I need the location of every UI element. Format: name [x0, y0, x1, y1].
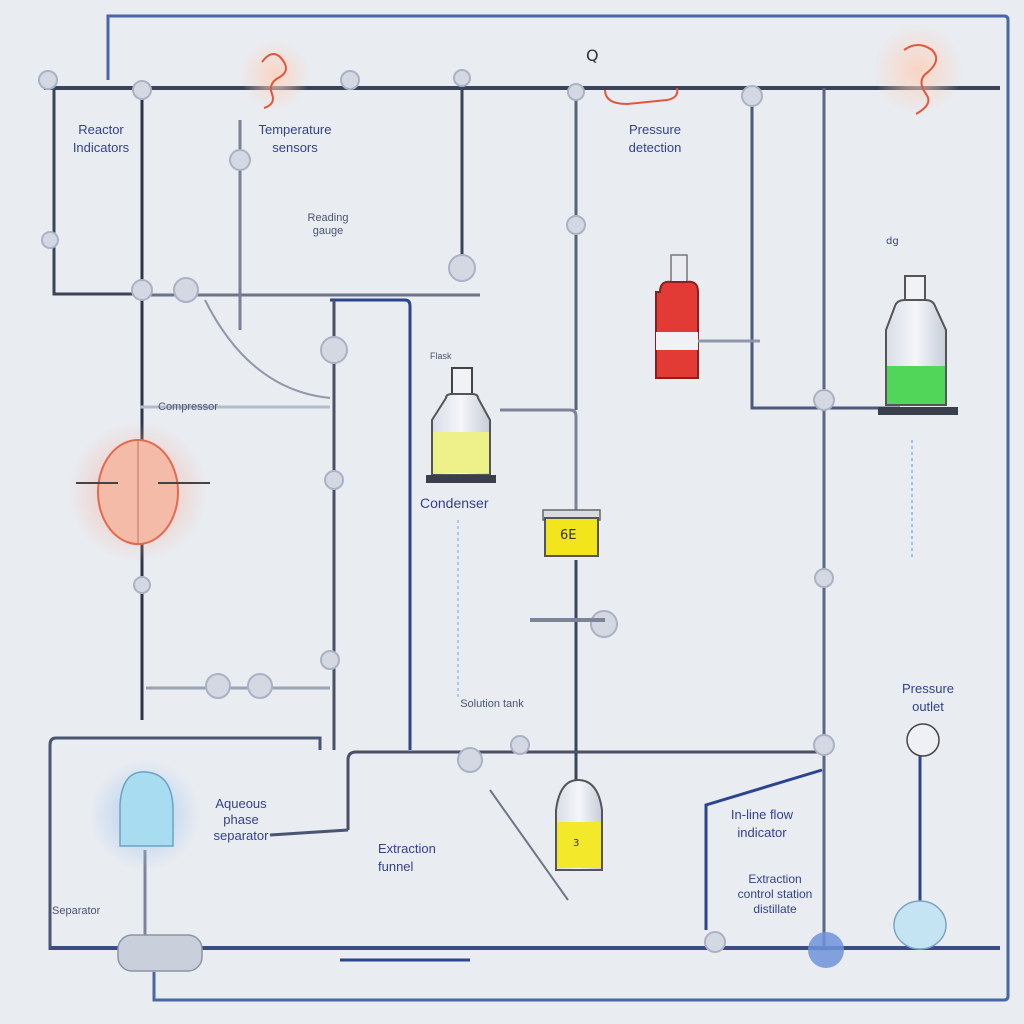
label-separator: Separator: [52, 905, 101, 917]
yellow-beaker: [542, 509, 601, 557]
bottom-yellow-flask: [555, 778, 603, 871]
bottom-mid-pipe: [346, 750, 820, 830]
label-top-left: Reactor Indicators: [72, 122, 130, 155]
label-right-mid: Pressure outlet: [901, 681, 955, 714]
top-marker: Q: [586, 46, 599, 65]
bottom-diag-pipe: [489, 789, 569, 901]
label-solution-tank: Solution tank: [460, 698, 524, 710]
top-right-sensor-icon: [903, 44, 938, 115]
red-bottle: [655, 254, 699, 379]
label-gauge: Reading gauge: [307, 212, 349, 237]
label-top-mid-right: Pressure detection: [628, 122, 682, 155]
label-bottom-right-bottom: Extraction control station distillate: [737, 872, 813, 916]
bottom-mid-feed: [269, 828, 349, 837]
yellow-flask: [426, 367, 496, 483]
right-flask-tag: dg: [886, 236, 899, 247]
label-top-mid-left: Temperature sensors: [258, 122, 332, 155]
label-compressor: Compressor: [158, 401, 218, 413]
line-to-beaker: [500, 408, 578, 510]
label-bottom-right-top: In-line flow indicator: [730, 807, 794, 840]
blue-condenser-line: [330, 298, 412, 750]
bottom-left-loop: [48, 736, 322, 950]
bottom-right-loop: [704, 768, 823, 930]
label-condenser: Condenser: [420, 495, 489, 511]
left-loop-pipe: [52, 88, 140, 296]
beaker-mark: 6E: [560, 528, 577, 543]
flask-mark: 3: [573, 838, 580, 849]
blue-vessel: [119, 771, 174, 847]
label-flask: Flask: [430, 351, 452, 361]
valve-blobs: [38, 69, 835, 953]
top-right-glow: [873, 25, 963, 115]
top-left-sensor-icon: [261, 53, 287, 109]
outer-frame: [106, 14, 1010, 1002]
top-mid-sensor-icon: [604, 87, 679, 106]
right-loop-pipe: [750, 88, 900, 410]
label-bottom-center: Extraction funnel: [378, 841, 436, 874]
bottom-right-vessel: [893, 900, 947, 950]
bottom-left-tank: [117, 934, 203, 972]
right-gauge-dial: [906, 723, 940, 757]
diag-pipe: [204, 299, 331, 399]
green-bottle: [878, 275, 958, 415]
label-bottom-left: Aqueous phase separator: [213, 796, 269, 843]
top-left-glow: [240, 40, 310, 110]
bottom-pump-node: [808, 932, 844, 968]
